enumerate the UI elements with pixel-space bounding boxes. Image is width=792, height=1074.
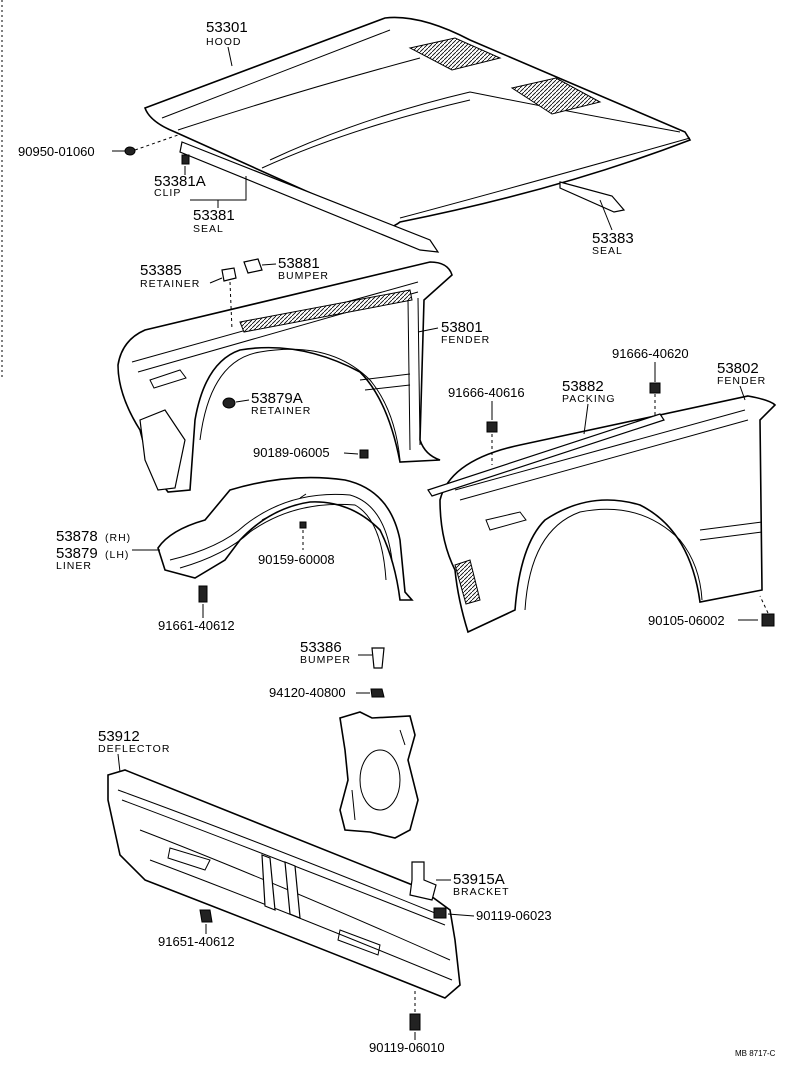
code-90119-06010: 90119-06010 <box>369 1040 445 1055</box>
bumper-small-number: 53386 <box>300 639 342 656</box>
seal-rear-number: 53383 <box>592 230 634 247</box>
code-90105-06002: 90105-06002 <box>648 613 725 628</box>
bumper-icon <box>371 647 385 669</box>
seal-strip-rear <box>559 181 626 213</box>
deflector-number: 53912 <box>98 728 140 745</box>
liner-lh-suffix: (LH) <box>105 549 129 561</box>
bumper-fender-icon <box>243 258 263 274</box>
clip-icon <box>359 449 369 459</box>
clip-number: 53381A <box>154 173 206 190</box>
fender-rh-name: FENDER <box>441 334 490 346</box>
packing-number: 53882 <box>562 378 604 395</box>
clip-name: CLIP <box>154 187 181 199</box>
bolt-icon <box>649 382 661 394</box>
nut-icon <box>370 688 385 698</box>
bracket-icon <box>409 861 437 901</box>
deflector-drawing <box>107 769 461 999</box>
bumper-fender-number: 53881 <box>278 255 320 272</box>
bracket-number: 53915A <box>453 871 505 888</box>
bolt-icon <box>761 613 775 627</box>
bolt-icon <box>486 421 498 433</box>
seal-rear-name: SEAL <box>592 245 623 257</box>
packing-name: PACKING <box>562 393 615 405</box>
bumper-small-name: BUMPER <box>300 654 351 666</box>
code-90159-60008: 90159-60008 <box>258 552 335 567</box>
bolt-icon <box>199 909 213 923</box>
fender-rh-number: 53801 <box>441 319 483 336</box>
liner-drawing <box>157 476 414 601</box>
deflector-name: DEFLECTOR <box>98 743 170 755</box>
liner-name: LINER <box>56 560 92 572</box>
fender-lh-name: FENDER <box>717 375 766 387</box>
hood-drawing <box>143 16 692 253</box>
bolt-icon <box>198 585 208 603</box>
splash-shield-drawing <box>339 711 419 839</box>
seal-front-number: 53381 <box>193 207 235 224</box>
code-90950-01060: 90950-01060 <box>18 144 95 159</box>
code-90119-06023: 90119-06023 <box>476 908 552 923</box>
retainer-wheel-icon <box>222 397 236 409</box>
code-91661-40612: 91661-40612 <box>158 618 235 633</box>
retainer-wheel-name: RETAINER <box>251 405 311 417</box>
code-91651-40612: 91651-40612 <box>158 934 235 949</box>
code-90189-06005: 90189-06005 <box>253 445 330 460</box>
liner-lh-number: 53879 <box>56 545 98 562</box>
bolt-icon <box>409 1013 421 1031</box>
bumper-fender-name: BUMPER <box>278 270 329 282</box>
code-91666-40616: 91666-40616 <box>448 385 525 400</box>
code-91666-40620: 91666-40620 <box>612 346 689 361</box>
retainer-fender-name: RETAINER <box>140 278 200 290</box>
footer-reference: MB 8717-C <box>735 1049 776 1058</box>
bolt-icon <box>433 907 447 919</box>
retainer-wheel-number: 53879A <box>251 390 303 407</box>
code-94120-40800: 94120-40800 <box>269 685 346 700</box>
clip-icon <box>299 521 307 529</box>
fender-lh-number: 53802 <box>717 360 759 377</box>
retainer-fender-number: 53385 <box>140 262 182 279</box>
seal-front-name: SEAL <box>193 223 224 235</box>
hood-number: 53301 <box>206 19 248 36</box>
grommet-icon <box>124 146 136 156</box>
bracket-name: BRACKET <box>453 886 510 898</box>
retainer-clip-icon <box>221 267 237 282</box>
liner-rh-suffix: (RH) <box>105 532 131 544</box>
liner-rh-number: 53878 <box>56 528 98 545</box>
fender-rh-drawing <box>117 261 453 493</box>
seal-strip-front <box>179 141 440 253</box>
hood-vent-left <box>408 37 502 71</box>
fender-lh-drawing <box>427 395 777 634</box>
clip-icon <box>181 154 190 165</box>
hood-vent-right <box>510 77 602 115</box>
hood-name: HOOD <box>206 36 242 48</box>
